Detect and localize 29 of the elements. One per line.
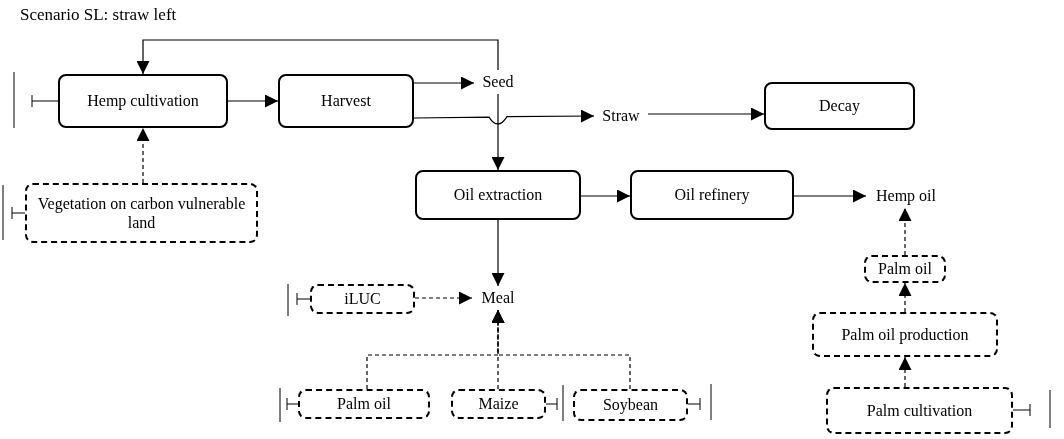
arrow [898,282,912,313]
arrow [491,219,505,287]
external-process-box: Maize [451,389,546,419]
process-box: Hemp cultivation [58,74,228,128]
external-process-box: Palm oil [864,255,946,283]
process-box: Decay [764,82,915,130]
external-process-box: Soybean [573,389,688,421]
arrow [647,107,765,121]
arrow [898,356,912,388]
arrow [136,127,150,184]
external-process-box: Palm oil [298,389,430,419]
external-process-box: Vegetation on carbon vulnerable land [25,183,258,243]
arrow [136,39,499,75]
external-process-box: Palm oil production [812,312,998,357]
arrow [898,207,912,256]
arrow [580,189,631,203]
arrow [491,93,505,171]
process-box: Oil extraction [415,170,581,220]
arrow [227,94,279,108]
arrow [413,109,595,125]
arrow [491,309,631,390]
diagram-title: Scenario SL: straw left [20,4,177,26]
external-process-box: iLUC [310,284,415,314]
process-box: Oil refinery [630,170,794,220]
arrow [413,76,475,90]
arrow [793,189,867,203]
arrow [414,291,473,305]
external-process-box: Palm cultivation [826,387,1013,434]
process-box: Harvest [278,74,414,128]
